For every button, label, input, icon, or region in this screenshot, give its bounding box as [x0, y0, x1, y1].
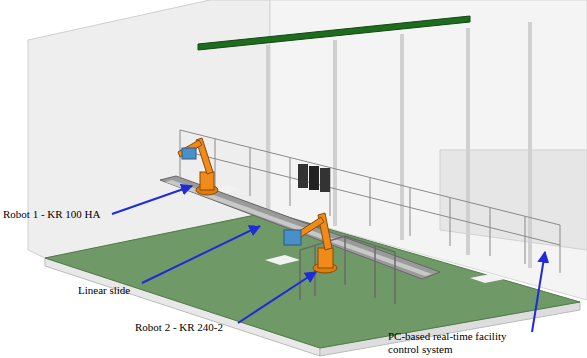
leader-arrow — [142, 226, 260, 283]
crane-beam — [198, 16, 470, 50]
columns — [268, 22, 530, 268]
robot-2 — [284, 213, 337, 273]
callout-label: PC-based real-time facility control syst… — [388, 330, 538, 356]
callout-label: Robot 2 - KR 240-2 — [135, 321, 223, 334]
callout-label: Robot 1 - KR 100 HA — [3, 208, 100, 221]
linear-slide-rail — [165, 180, 432, 276]
back-wall — [270, 0, 587, 300]
leader-arrow — [112, 186, 192, 214]
enclosure-fence — [300, 236, 395, 304]
leader-arrow — [532, 252, 545, 332]
leader-arrow — [238, 272, 316, 323]
fence — [180, 130, 560, 273]
callout-label: Linear slide — [78, 284, 130, 297]
control-cabinets — [298, 164, 330, 192]
leader-arrows — [112, 186, 545, 332]
robot-1 — [178, 138, 218, 195]
